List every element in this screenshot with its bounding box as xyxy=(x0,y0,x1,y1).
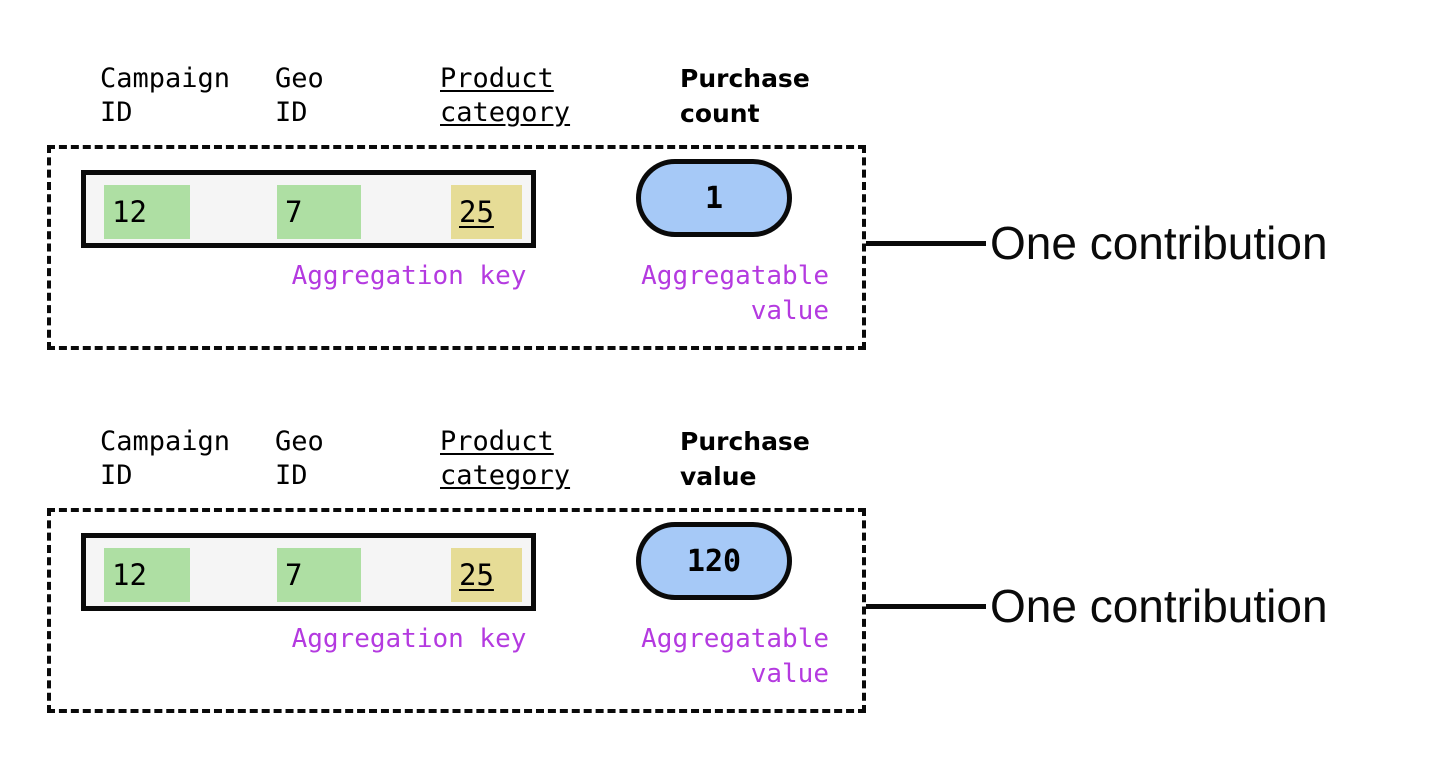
header-product-category: Product category xyxy=(440,426,571,491)
header-campaign-id: Campaign ID xyxy=(100,426,231,491)
caption-aggregation-key: Aggregation key xyxy=(291,624,527,654)
key-cell-product-category: 25 xyxy=(451,185,522,239)
caption-aggregatable-value: Aggregatable value xyxy=(641,624,829,689)
key-cell-geo-id: 7 xyxy=(277,185,361,239)
aggregation-key-row: 12 7 25 xyxy=(81,533,536,611)
aggregatable-value-pill: 1 xyxy=(636,159,792,237)
aggregatable-value-pill: 120 xyxy=(636,522,792,600)
leader-label-one-contribution: One contribution xyxy=(990,217,1328,269)
caption-aggregatable-value: Aggregatable value xyxy=(641,261,829,326)
header-geo-id: Geo ID xyxy=(275,63,324,128)
header-campaign-id: Campaign ID xyxy=(100,63,231,128)
caption-aggregation-key: Aggregation key xyxy=(291,261,527,291)
leader-line xyxy=(866,604,986,609)
key-cell-campaign-id: 12 xyxy=(104,548,190,602)
contribution-block-purchase-count: Campaign ID Geo ID Product category Purc… xyxy=(0,40,1442,350)
column-headers: Campaign ID Geo ID Product category Purc… xyxy=(47,40,947,145)
column-headers: Campaign ID Geo ID Product category Purc… xyxy=(47,403,947,508)
key-cell-product-category: 25 xyxy=(451,548,522,602)
key-cell-geo-id: 7 xyxy=(277,548,361,602)
contribution-boundary: 12 7 25 120 Aggregation key Aggregatable… xyxy=(47,508,866,713)
header-metric: Purchase count xyxy=(680,64,810,128)
key-cell-campaign-id: 12 xyxy=(104,185,190,239)
header-metric: Purchase value xyxy=(680,427,810,491)
aggregation-key-row: 12 7 25 xyxy=(81,170,536,248)
leader-label-one-contribution: One contribution xyxy=(990,580,1328,632)
leader-line xyxy=(866,241,986,246)
header-product-category: Product category xyxy=(440,63,571,128)
contribution-boundary: 12 7 25 1 Aggregation key Aggregatable v… xyxy=(47,145,866,350)
contribution-block-purchase-value: Campaign ID Geo ID Product category Purc… xyxy=(0,403,1442,713)
header-geo-id: Geo ID xyxy=(275,426,324,491)
